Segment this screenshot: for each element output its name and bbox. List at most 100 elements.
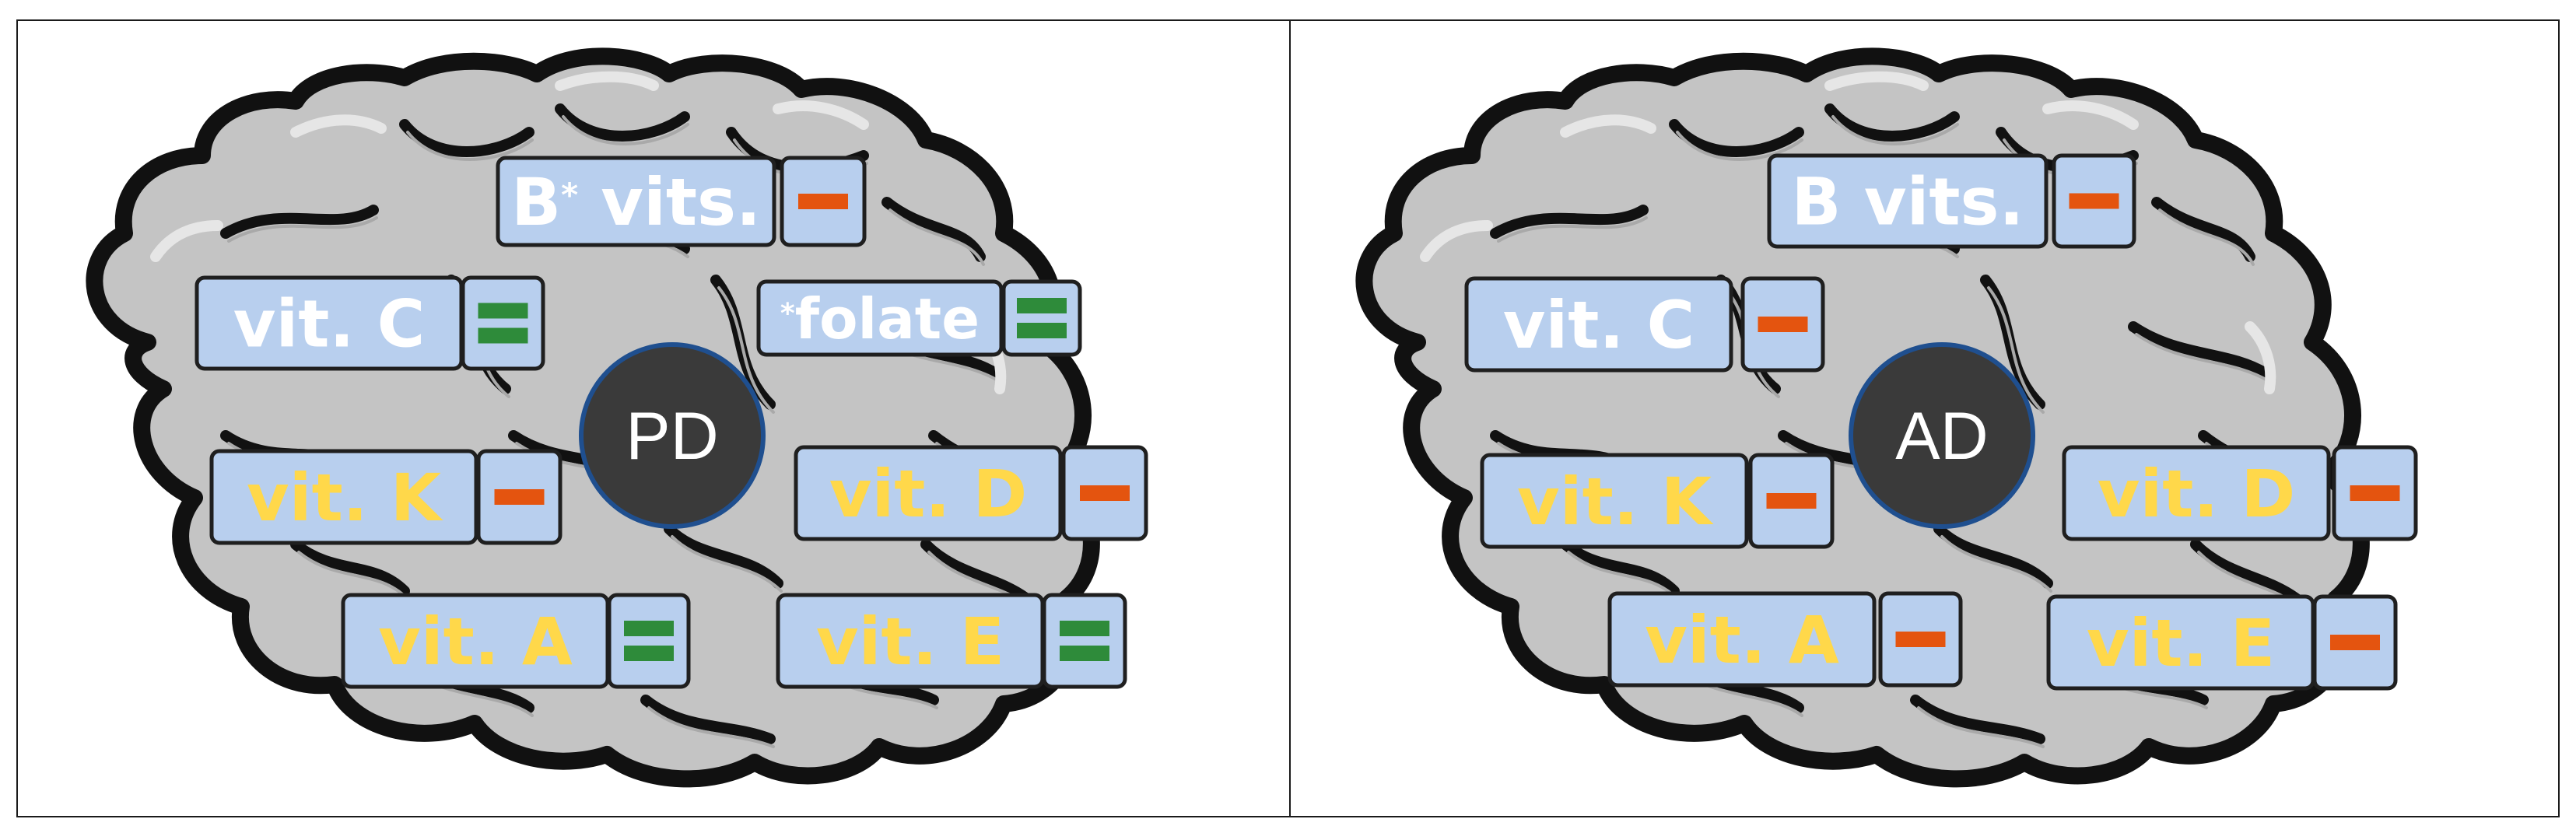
label-suffix: vits. bbox=[578, 164, 761, 240]
brain-highlight bbox=[1824, 71, 1929, 91]
brain-fold bbox=[1669, 119, 1804, 157]
label-vit-d: vit. D bbox=[2062, 445, 2418, 541]
minus-bar bbox=[798, 194, 848, 209]
brain-fold-shadow bbox=[2158, 208, 2255, 266]
equal-bar-top bbox=[1017, 298, 1067, 313]
brain-fold-shadow bbox=[1987, 286, 2045, 414]
minus-bar bbox=[1766, 493, 1817, 509]
label-box bbox=[1480, 453, 1749, 549]
brain-fold bbox=[1933, 523, 2053, 589]
equal-bar-top bbox=[478, 303, 528, 319]
relation-minus-icon bbox=[1740, 276, 1825, 373]
label-main: folate bbox=[795, 286, 980, 352]
brain-fold-shadow bbox=[1940, 535, 2052, 593]
label-main: vit. A bbox=[1645, 602, 1839, 678]
label-text: vit. K bbox=[247, 460, 443, 536]
label-vit-c: vit. C bbox=[1464, 276, 1825, 373]
disease-label: AD bbox=[1895, 399, 1988, 474]
label-folate: *folate bbox=[756, 279, 1082, 357]
label-vit-e: vit. E bbox=[776, 593, 1127, 689]
relation-box bbox=[1042, 593, 1127, 689]
relation-equal-icon bbox=[607, 593, 691, 689]
relation-equal-icon bbox=[1001, 279, 1082, 357]
label-main: vit. C bbox=[1503, 287, 1695, 363]
minus-bar bbox=[494, 489, 545, 505]
label-main: vit. D bbox=[2098, 456, 2296, 532]
label-main: vit. C bbox=[233, 286, 426, 362]
brain-fold bbox=[1560, 539, 1680, 597]
relation-box bbox=[461, 275, 545, 371]
label-text: B vits. bbox=[1792, 164, 2024, 240]
label-vit-e: vit. E bbox=[2046, 594, 2398, 691]
label-main: B vits. bbox=[1792, 164, 2024, 240]
equal-bar-top bbox=[1060, 621, 1109, 636]
label-main: vit. K bbox=[247, 460, 443, 536]
label-vit-c: vit. C bbox=[195, 275, 545, 371]
label-box bbox=[1464, 276, 1733, 373]
brain-fold-shadow bbox=[1917, 706, 2045, 748]
panel-ad: B vits. vit. C vit. K vit. D vit. A vit. E AD bbox=[1289, 19, 2560, 817]
brain-highlight bbox=[1420, 220, 1493, 262]
brain-highlight bbox=[2245, 321, 2276, 394]
label-text: B* vits. bbox=[511, 164, 761, 240]
label-text: *folate bbox=[780, 286, 980, 352]
relation-box bbox=[607, 593, 691, 689]
brain-fold bbox=[1490, 205, 1649, 239]
minus-bar bbox=[2069, 193, 2119, 209]
relation-minus-icon bbox=[1878, 591, 1963, 688]
brain-fold-shadow bbox=[1831, 115, 1959, 145]
disease-badge: PD bbox=[579, 342, 766, 529]
brain-highlight bbox=[1560, 114, 1656, 138]
label-main: vit. A bbox=[378, 604, 573, 680]
brain-fold bbox=[2151, 197, 2255, 262]
label-vit-k: vit. K bbox=[1480, 453, 1835, 549]
brain-fold bbox=[881, 197, 986, 262]
disease-circle bbox=[1849, 342, 2035, 529]
brain-fold bbox=[2128, 321, 2271, 379]
label-box bbox=[756, 279, 1004, 357]
brain-fold-shadow bbox=[647, 706, 775, 748]
disease-badge: AD bbox=[1849, 342, 2035, 529]
relation-minus-icon bbox=[1061, 445, 1148, 541]
brain-highlight bbox=[150, 220, 223, 262]
brain-highlight bbox=[773, 100, 869, 130]
label-vit-k: vit. K bbox=[209, 449, 563, 545]
brain-fold bbox=[1910, 695, 2045, 744]
label-vit-a: vit. A bbox=[1607, 591, 1963, 688]
brain-fold-shadow bbox=[1676, 131, 1803, 161]
label-text: vit. K bbox=[1517, 464, 1714, 540]
label-text: vit. E bbox=[816, 604, 1004, 680]
label-box bbox=[209, 449, 478, 545]
brain-fold-shadow bbox=[406, 131, 534, 161]
label-b-vits: B* vits. bbox=[496, 156, 867, 247]
minus-bar bbox=[2350, 485, 2400, 501]
relation-minus-icon bbox=[1748, 453, 1835, 549]
relation-minus-icon bbox=[476, 449, 563, 545]
label-vit-a: vit. A bbox=[341, 593, 691, 689]
disease-circle bbox=[579, 342, 766, 529]
brain-fold bbox=[555, 103, 690, 142]
relation-minus-icon bbox=[2332, 445, 2418, 541]
label-text: vit. E bbox=[2087, 605, 2275, 681]
label-box bbox=[496, 156, 776, 247]
label-main: B bbox=[511, 164, 561, 240]
label-text: vit. C bbox=[1503, 287, 1695, 363]
equal-bar-bottom bbox=[1017, 323, 1067, 338]
label-box bbox=[1767, 153, 2049, 249]
equal-bar-bottom bbox=[624, 646, 674, 661]
label-main: vit. K bbox=[1517, 464, 1714, 540]
label-vit-d: vit. D bbox=[794, 445, 1148, 541]
label-superscript: * bbox=[780, 297, 795, 329]
label-main: vit. E bbox=[2087, 605, 2275, 681]
brain-highlight bbox=[290, 114, 387, 138]
label-box bbox=[1607, 591, 1877, 688]
relation-equal-icon bbox=[461, 275, 545, 371]
brain-fold-shadow bbox=[888, 208, 985, 266]
label-text: vit. C bbox=[233, 286, 426, 362]
label-text: vit. D bbox=[2098, 456, 2296, 532]
minus-bar bbox=[1758, 317, 1808, 332]
brain-fold bbox=[220, 205, 379, 239]
brain-fold bbox=[664, 523, 783, 589]
